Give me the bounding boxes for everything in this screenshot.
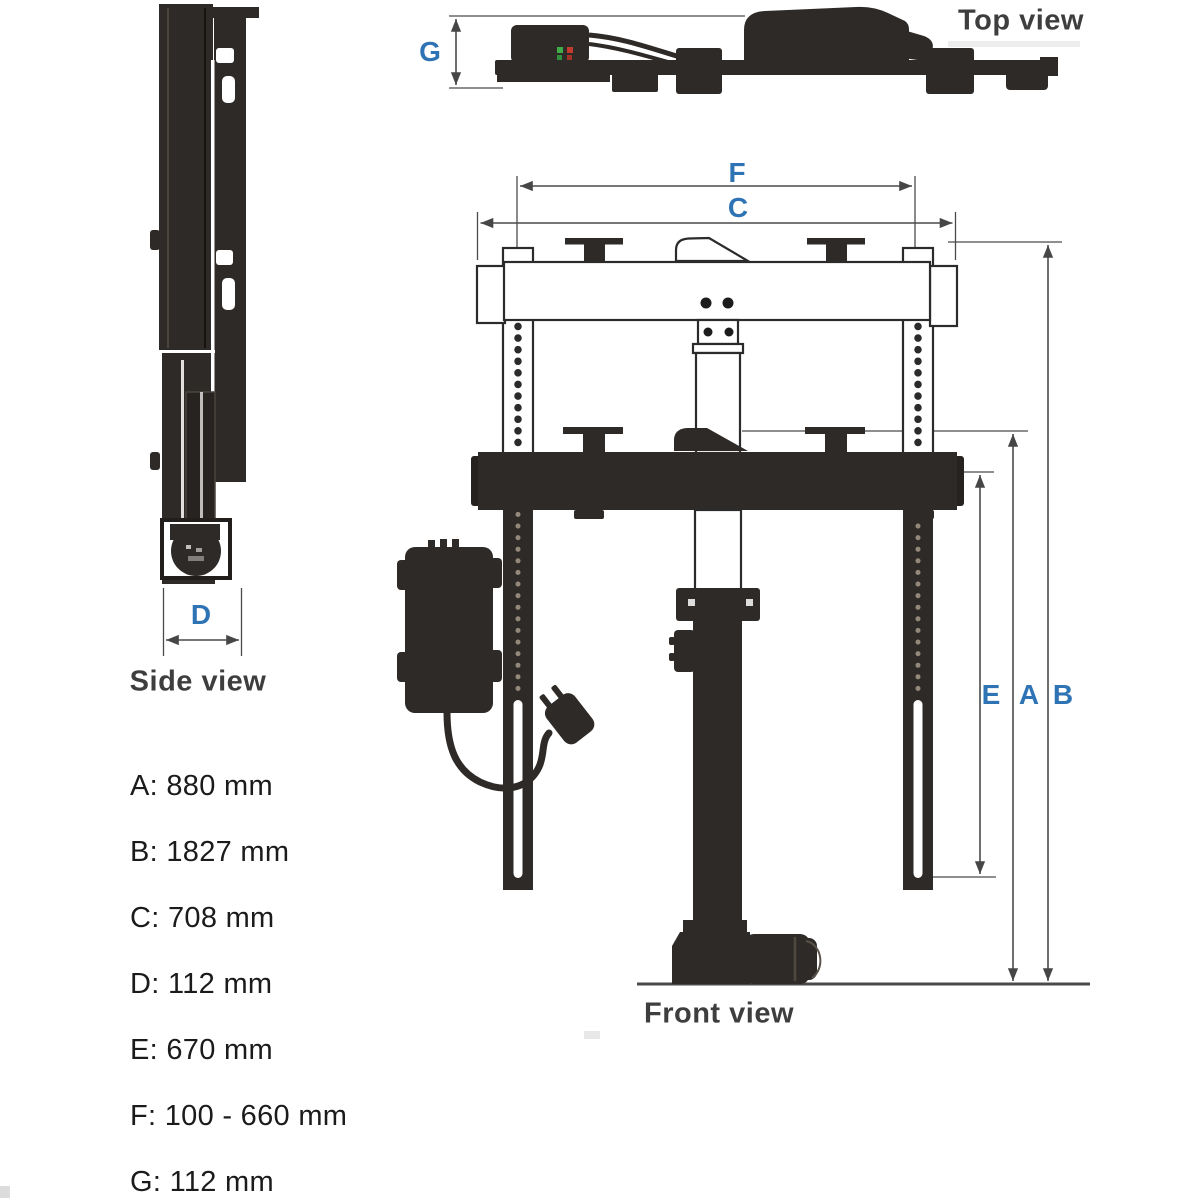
cable-guide-lower: [674, 428, 748, 451]
tv-bracket-lower-left: [563, 427, 623, 452]
dimension-row-e: E: 670 mm: [130, 1034, 273, 1066]
dim-label-b: B: [1052, 679, 1074, 710]
top-left-plate: [497, 72, 610, 82]
lower-crossbar: [471, 427, 964, 519]
dim-g-lines: [449, 15, 745, 89]
led-red-icon: [567, 55, 572, 60]
dimension-row-d: D: 112 mm: [130, 968, 273, 1000]
scan-artifacts: [0, 41, 1080, 1198]
side-hook-notch: [222, 278, 235, 310]
side-slot-line: [181, 360, 184, 572]
bolt-hole: [724, 327, 734, 337]
side-tab: [150, 452, 160, 470]
dim-b-lines: [948, 241, 1062, 981]
base-motor: [744, 934, 822, 984]
dimension-row-g: G: 112 mm: [130, 1166, 274, 1198]
tv-bracket-lower-right: [805, 427, 865, 452]
cable-guide-upper: [674, 236, 753, 263]
top-right-clamp: [1006, 70, 1048, 90]
dim-c-lines: [476, 212, 957, 260]
dim-e-lines: [925, 471, 996, 878]
lift-column: [669, 508, 822, 984]
dim-a-lines: [742, 430, 1028, 981]
dim-label-f: F: [728, 157, 746, 188]
dimension-row-b: B: 1827 mm: [130, 836, 290, 868]
tv-bracket-upper-right: [807, 238, 865, 262]
led-green-icon: [557, 55, 562, 60]
side-seam: [211, 60, 215, 392]
column-collar: [691, 342, 745, 355]
front-view-drawing: [397, 176, 1090, 986]
dim-label-a: A: [1018, 679, 1040, 710]
top-cable-2: [588, 42, 669, 64]
dimension-list: A: 880 mm B: 1827 mm C: 708 mm D: 112 mm…: [130, 771, 347, 1198]
dim-label-e: E: [981, 679, 1001, 710]
upper-crossbar: [475, 236, 959, 455]
collar-bolt: [688, 599, 695, 606]
power-plug-icon: [539, 685, 595, 745]
dim-d-lines: [162, 588, 243, 656]
dimension-row-f: F: 100 - 660 mm: [130, 1100, 348, 1132]
bolt-hole: [700, 297, 712, 309]
top-bracket-right: [926, 48, 974, 94]
power-cable: [443, 708, 553, 792]
control-box-body: [405, 547, 493, 713]
dim-label-d: D: [190, 599, 212, 630]
side-view-label: Side view: [129, 665, 267, 698]
top-view-assembly: [495, 6, 1058, 94]
led-red-icon: [567, 47, 573, 53]
top-right-end: [1040, 57, 1058, 76]
dim-label-c: C: [727, 192, 749, 223]
side-motor-box: [160, 518, 232, 580]
collar-bolt: [746, 599, 753, 606]
lift-rail-left: [501, 246, 535, 890]
top-motor-cylinder: [856, 16, 933, 61]
dim-label-g: G: [419, 36, 441, 67]
top-control-box: [511, 25, 589, 63]
side-hook-notch: [216, 48, 234, 63]
bolt-hole: [722, 297, 734, 309]
bolt-hole: [703, 327, 713, 337]
dimension-row-c: C: 708 mm: [130, 902, 275, 934]
front-view-label: Front view: [643, 997, 795, 1030]
lift-rail-right: [901, 246, 935, 890]
column-foot-flange: [683, 920, 747, 933]
side-slot-line: [200, 392, 203, 560]
side-tab: [150, 230, 160, 250]
top-left-block: [612, 73, 658, 92]
side-hook-notch: [222, 76, 235, 103]
control-box: [397, 539, 502, 713]
side-view-drawing: [150, 4, 259, 656]
side-hook-notch: [216, 250, 233, 265]
base-bracket: [672, 932, 750, 984]
dimension-row-a: A: 880 mm: [130, 770, 273, 802]
tv-bracket-upper-left: [565, 238, 623, 262]
top-view-drawing: [449, 6, 1058, 94]
dim-f-lines: [516, 176, 916, 250]
top-bracket-left: [676, 48, 722, 94]
led-green-icon: [557, 47, 563, 53]
top-rail: [495, 60, 1058, 75]
top-view-label: Top view: [958, 4, 1084, 37]
side-flange: [203, 7, 259, 18]
